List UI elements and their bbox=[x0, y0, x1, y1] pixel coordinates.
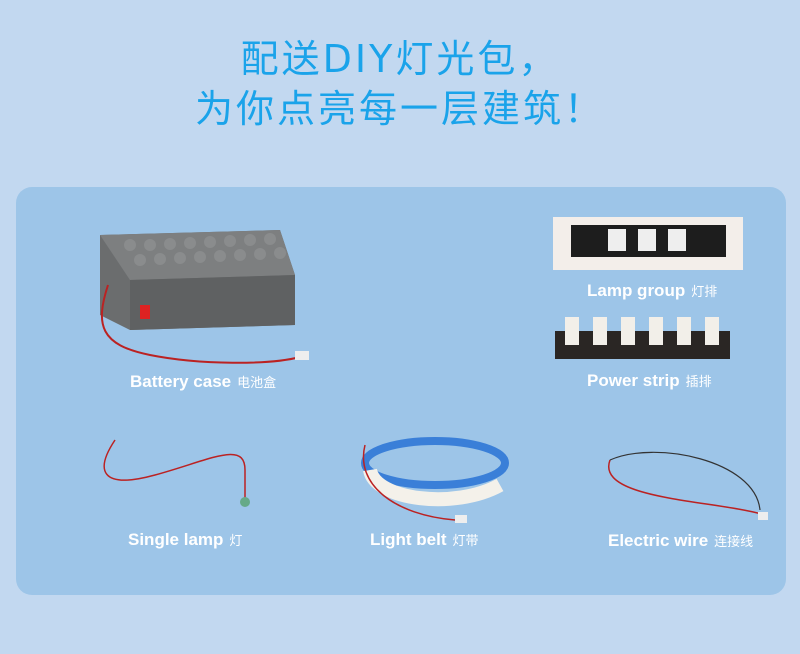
headline-line2: 为你点亮每一层建筑！ bbox=[194, 87, 605, 131]
lamp-group-image bbox=[553, 217, 743, 270]
headline-line1: 配送DIY灯光包， bbox=[240, 37, 560, 81]
battery-case-image bbox=[100, 230, 309, 364]
single-lamp-image bbox=[103, 439, 250, 507]
power-strip-image bbox=[555, 317, 730, 359]
light-belt-image bbox=[361, 437, 509, 523]
electric-wire-image bbox=[607, 451, 768, 520]
